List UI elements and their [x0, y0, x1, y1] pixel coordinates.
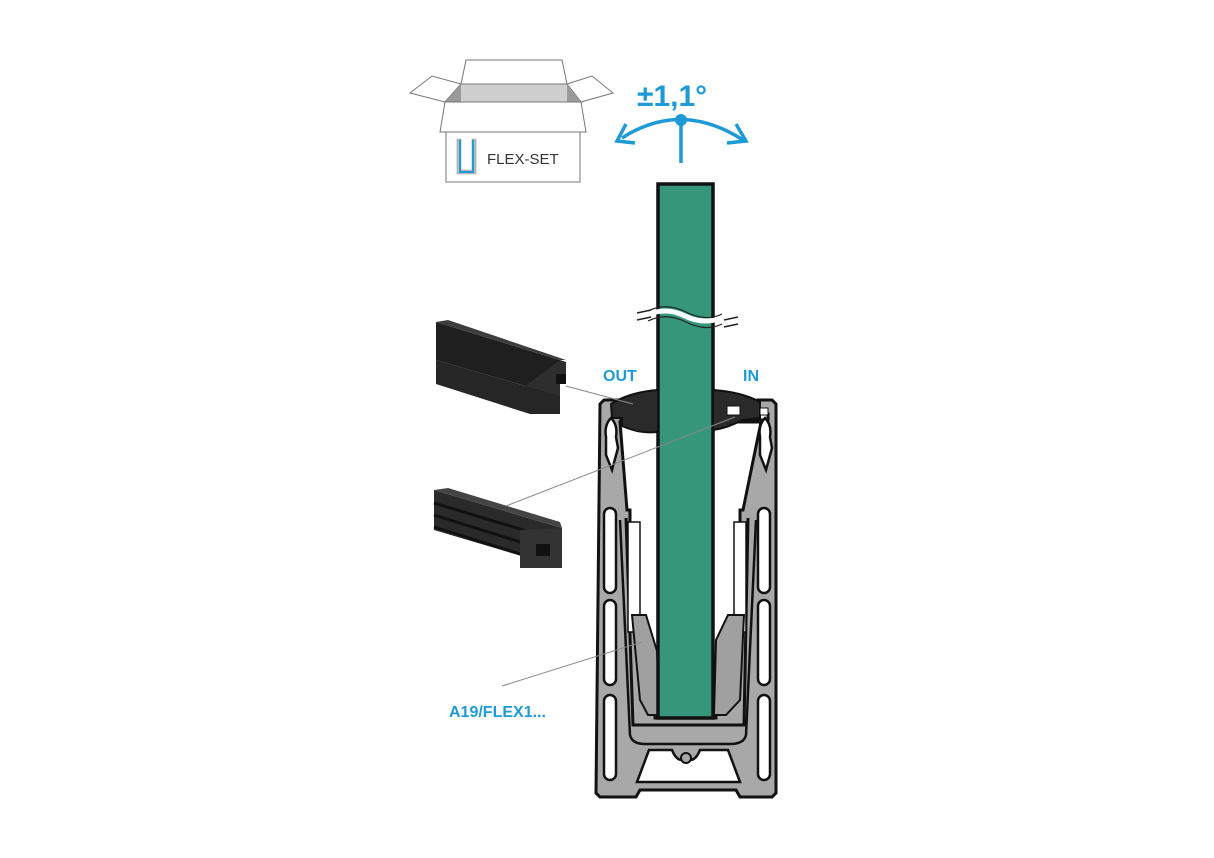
right-slot-3: [756, 693, 772, 782]
leader-lines: [501, 385, 736, 687]
u-profile-icon: [456, 138, 477, 175]
glass-panel: [636, 182, 739, 720]
box-opening: [443, 83, 583, 103]
box-front-flap: [439, 101, 587, 133]
outer-gasket-profile: [436, 320, 566, 414]
left-slot-1: [602, 506, 618, 595]
right-slot-1: [756, 506, 772, 595]
box-back-flap: [460, 59, 568, 85]
tilt-angle-label: ±1,1°: [637, 80, 707, 113]
right-slot-2: [756, 598, 772, 687]
in-label: IN: [743, 368, 759, 385]
part-code-label: A19/FLEX1...: [449, 704, 546, 721]
glass-break-mark: [643, 308, 729, 324]
flex-set-label: FLEX-SET: [487, 151, 559, 168]
out-label: OUT: [603, 368, 637, 385]
flex-set-box: [408, 59, 615, 183]
tilt-pivot: [675, 114, 687, 126]
left-slot-2: [602, 598, 618, 687]
tilt-arrow-left-icon: [614, 123, 636, 145]
tilt-indicator: [614, 114, 749, 163]
left-slot-3: [602, 693, 618, 782]
outer-gasket-installed: [609, 388, 659, 434]
inner-gasket-profile: [433, 488, 562, 568]
tilt-arrow-right-icon: [726, 123, 749, 145]
